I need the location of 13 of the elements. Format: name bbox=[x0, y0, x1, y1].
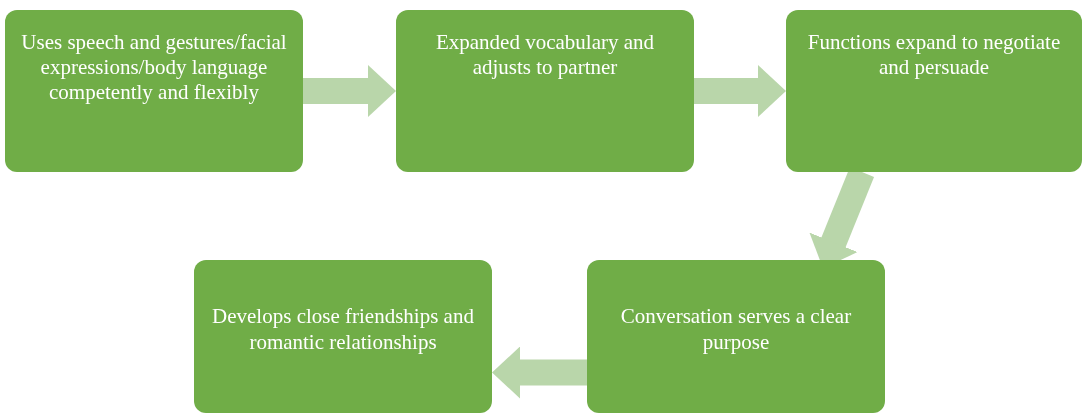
block-arrow bbox=[303, 65, 396, 117]
box-text: Uses speech and gestures/facial expressions/body language competently and flexibly bbox=[21, 30, 287, 106]
process-box bbox=[396, 10, 694, 172]
box-text: Expanded vocabulary and adjusts to partner bbox=[434, 30, 656, 81]
process-box bbox=[786, 10, 1082, 172]
box-text: Develops close friendships and romantic relationships bbox=[211, 304, 475, 355]
process-box bbox=[194, 260, 492, 413]
box-text: Conversation serves a clear purpose bbox=[619, 304, 853, 355]
block-arrow bbox=[694, 65, 786, 117]
box-text: Functions expand to negotiate and persuade bbox=[806, 30, 1062, 81]
block-arrow bbox=[492, 346, 587, 399]
process-box bbox=[587, 260, 885, 413]
process-box bbox=[5, 10, 303, 172]
